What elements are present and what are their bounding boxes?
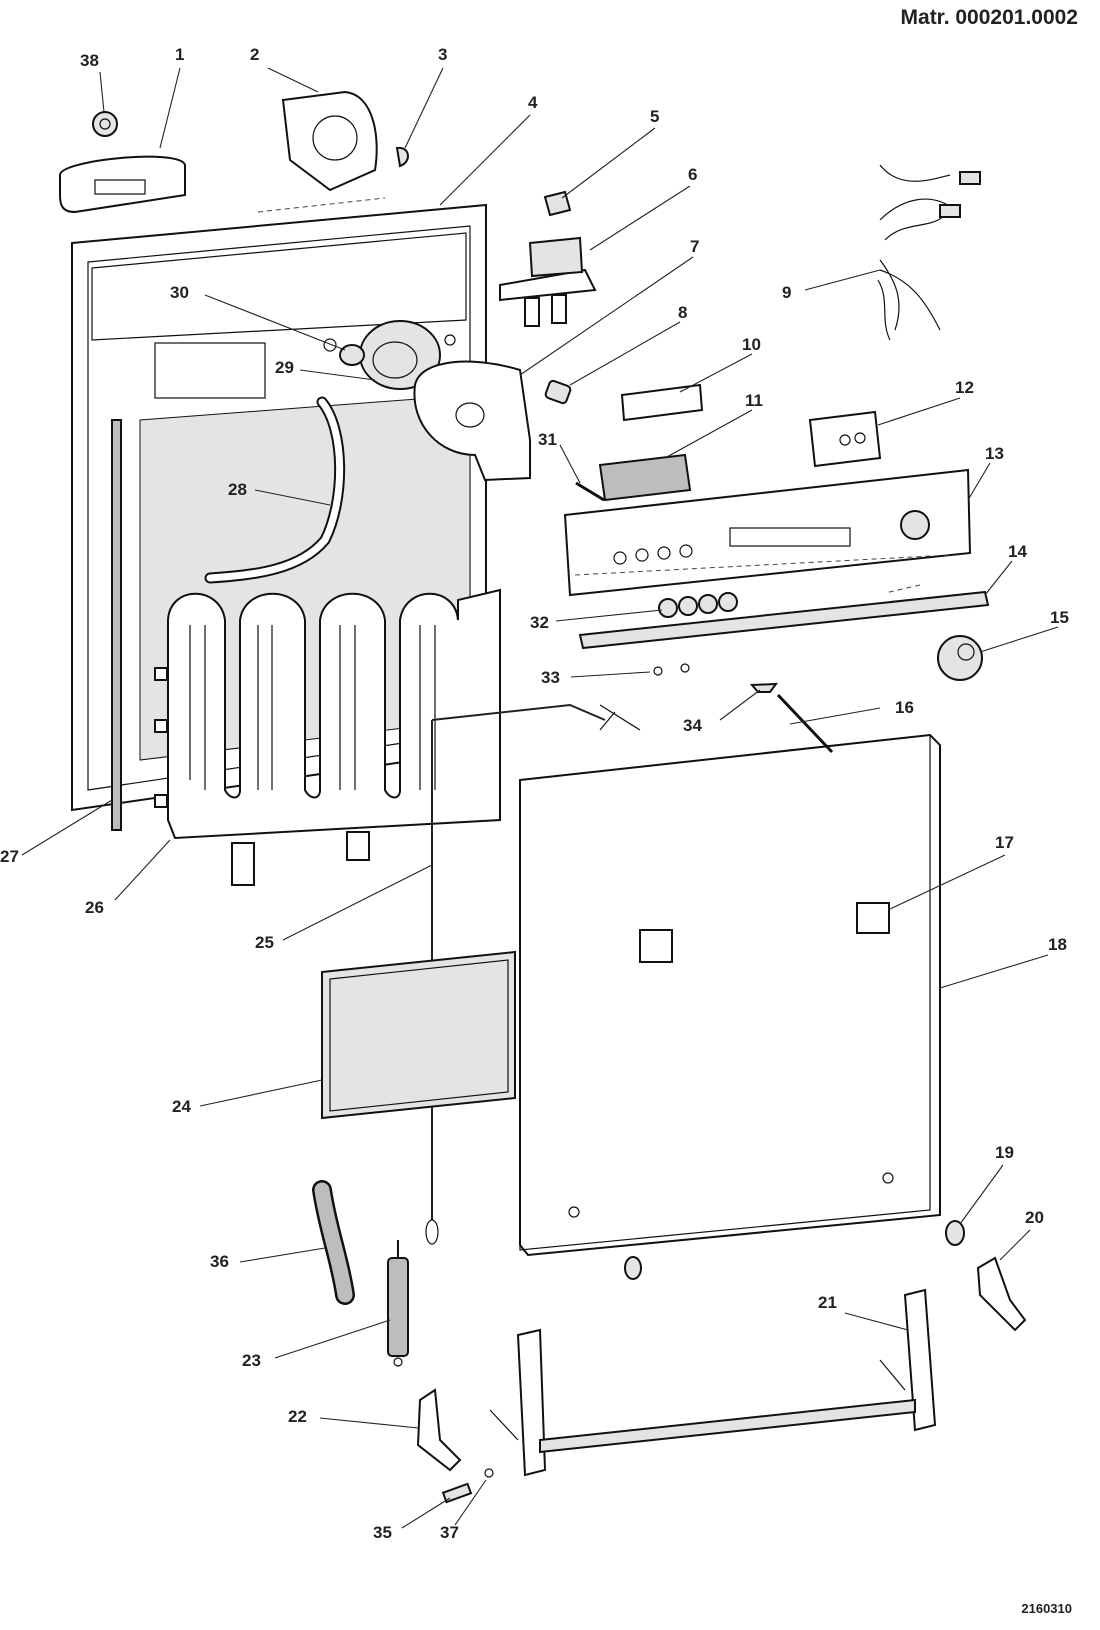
callout-34: 34 [683, 716, 702, 735]
callout-27: 27 [0, 847, 19, 866]
part-37-circlip [484, 1468, 494, 1478]
part-5-latch [543, 190, 572, 217]
part-16-rod [776, 693, 834, 754]
part-38-bushing [92, 111, 118, 137]
callout-6: 6 [688, 165, 697, 184]
callout-11: 11 [745, 391, 763, 410]
callout-9: 9 [782, 283, 791, 302]
callout-30: 30 [170, 283, 189, 302]
part-18-outer-door-panel [519, 733, 941, 1257]
leader-lines [21, 67, 1059, 1529]
callout-13: 13 [985, 444, 1004, 463]
part-35-pin [441, 1482, 473, 1504]
callout-35: 35 [373, 1523, 392, 1542]
callout-26: 26 [85, 898, 104, 917]
callout-4: 4 [528, 93, 538, 112]
callout-2: 2 [250, 45, 259, 64]
callout-16: 16 [895, 698, 914, 717]
part-30-sensor [339, 344, 365, 366]
part-6-door-lock [499, 236, 597, 327]
part-26-condenser [154, 588, 501, 886]
callout-1: 1 [175, 45, 184, 64]
callout-7: 7 [690, 237, 699, 256]
part-12-timer [808, 410, 882, 468]
alignment-lines [257, 197, 951, 594]
part-9-wiring-harness [877, 164, 981, 341]
callout-15: 15 [1050, 608, 1069, 627]
part-8-capacitor [544, 379, 572, 405]
part-34-clip [749, 682, 779, 693]
callout-33: 33 [541, 668, 560, 687]
callout-36-37: 37 [440, 1523, 459, 1542]
part-17-hinge-plate [639, 902, 890, 963]
callout-3: 3 [438, 45, 447, 64]
part-21-base-frame [489, 1288, 937, 1477]
part-3-clip [395, 146, 409, 168]
part-15-knob [937, 635, 983, 681]
part-10-bracket [620, 383, 704, 422]
callout-32: 32 [530, 613, 549, 632]
callout-20: 20 [1025, 1208, 1044, 1227]
part-36-hose-elbow [312, 1180, 355, 1305]
callout-12: 12 [955, 378, 974, 397]
part-14-trim-strip [578, 590, 990, 650]
callout-21: 21 [818, 1293, 837, 1312]
callout-25: 25 [255, 933, 274, 952]
part-32-buttons [658, 592, 738, 618]
callout-23: 23 [242, 1351, 261, 1370]
callout-10: 10 [742, 335, 761, 354]
drawing-code: 2160310 [1021, 1601, 1072, 1616]
part-11-switch-block [598, 453, 692, 502]
door-fasteners [568, 1172, 894, 1280]
callout-labels: 38 1 2 3 4 5 6 7 8 9 10 11 12 13 14 15 1… [0, 45, 1069, 1542]
callout-8: 8 [678, 303, 687, 322]
part-20-hinge-arm [976, 1256, 1027, 1332]
part-19-fastener [945, 1220, 965, 1246]
part-1-handle [59, 155, 186, 214]
part-31-sensor [575, 481, 605, 502]
callout-19: 19 [995, 1143, 1014, 1162]
callout-36: 36 [210, 1252, 229, 1271]
material-code: Matr. 000201.0002 [900, 6, 1078, 29]
callout-22: 22 [288, 1407, 307, 1426]
part-24-insulation-panel [321, 950, 516, 1120]
part-22-lever [416, 1388, 462, 1472]
callout-31: 31 [538, 430, 557, 449]
part-7-blower-assembly [359, 320, 531, 482]
part-27-side-seal-strip [111, 419, 122, 831]
callout-5: 5 [650, 107, 659, 126]
part-13-control-panel [563, 468, 972, 597]
part-23-spring [387, 1240, 409, 1367]
part-28-hose [204, 396, 346, 584]
callout-18: 18 [1048, 935, 1067, 954]
callout-28: 28 [228, 480, 247, 499]
part-2-dispenser-cover [281, 90, 378, 192]
callout-24: 24 [172, 1097, 191, 1116]
part-33-screws [653, 663, 690, 676]
callout-17: 17 [995, 833, 1014, 852]
callout-38: 38 [80, 51, 99, 70]
callout-14: 14 [1008, 542, 1027, 561]
callout-29: 29 [275, 358, 294, 377]
